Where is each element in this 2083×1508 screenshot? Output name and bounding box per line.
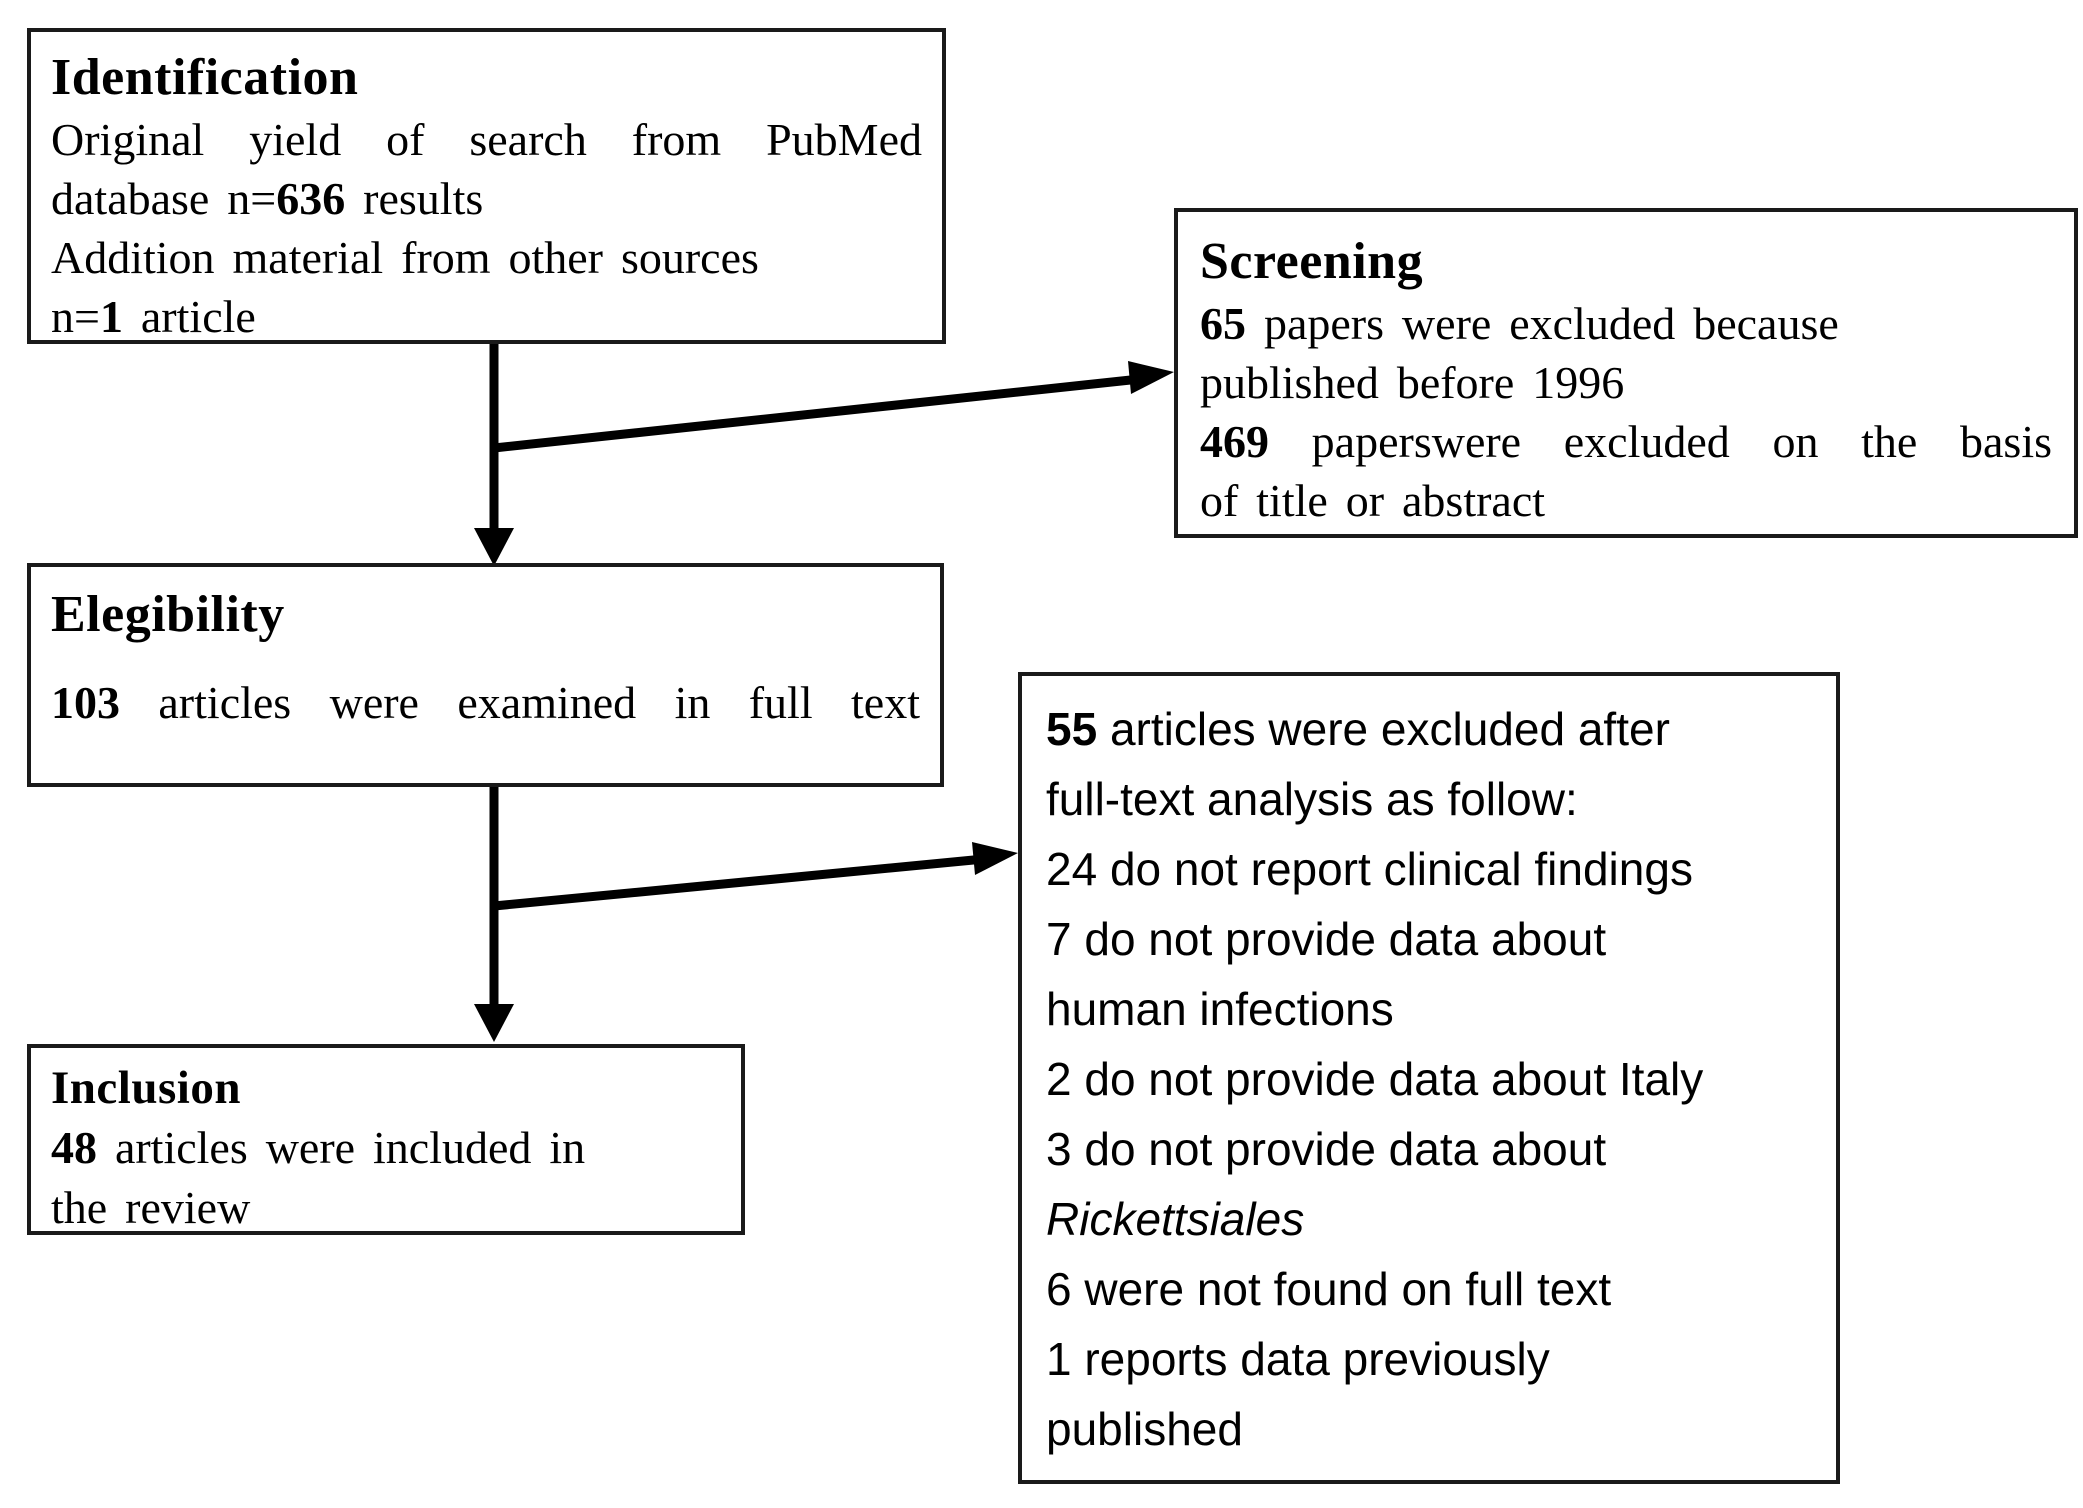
identification-line: Addition material from other sources (51, 232, 759, 283)
exclusions-line: 24 do not report clinical findings (1046, 843, 1693, 895)
screening-box: Screening 65 papers were excluded becaus… (1174, 208, 2078, 538)
arrow-branch-to-exclusions (493, 842, 1018, 911)
screening-line: of title or abstract (1200, 475, 1546, 526)
arrow-identification-to-eligibility (474, 344, 514, 566)
fulltext-exclusions-box: 55 articles were excluded after full-tex… (1018, 672, 1840, 1484)
exclusions-line: 3 do not provide data about (1046, 1123, 1607, 1175)
screening-heading: Screening (1200, 233, 1424, 290)
eligibility-line: 103 articles were examined in full text (51, 677, 920, 728)
inclusion-box: Inclusion 48 articles were included in t… (27, 1044, 745, 1235)
exclusions-line: 55 articles were excluded after (1046, 703, 1670, 755)
identification-heading: Identification (51, 49, 359, 106)
inclusion-line: 48 articles were included in (51, 1122, 586, 1173)
exclusions-line: Rickettsiales (1046, 1193, 1305, 1245)
arrow-eligibility-to-inclusion (474, 787, 514, 1042)
exclusions-line: published (1046, 1403, 1243, 1455)
identification-line: n=1 article (51, 291, 256, 342)
identification-line: Original yield of search from PubMed (51, 114, 922, 165)
arrow-branch-to-screening (493, 361, 1174, 453)
exclusions-line: 1 reports data previously (1046, 1333, 1550, 1385)
eligibility-box: Elegibility 103 articles were examined i… (27, 563, 944, 787)
exclusions-line: 2 do not provide data about Italy (1046, 1053, 1704, 1105)
inclusion-heading: Inclusion (51, 1062, 241, 1114)
eligibility-heading: Elegibility (51, 586, 285, 643)
inclusion-line: the review (51, 1182, 251, 1233)
screening-line: 469 paperswere excluded on the basis (1200, 416, 2052, 467)
exclusions-line: 7 do not provide data about (1046, 913, 1607, 965)
exclusions-line: 6 were not found on full text (1046, 1263, 1612, 1315)
screening-line: 65 papers were excluded because (1200, 298, 1839, 349)
exclusions-line: full-text analysis as follow: (1046, 773, 1578, 825)
identification-line: database n=636 results (51, 173, 484, 224)
exclusions-line: human infections (1046, 983, 1394, 1035)
identification-box: Identification Original yield of search … (27, 28, 946, 344)
screening-line: published before 1996 (1200, 357, 1625, 408)
